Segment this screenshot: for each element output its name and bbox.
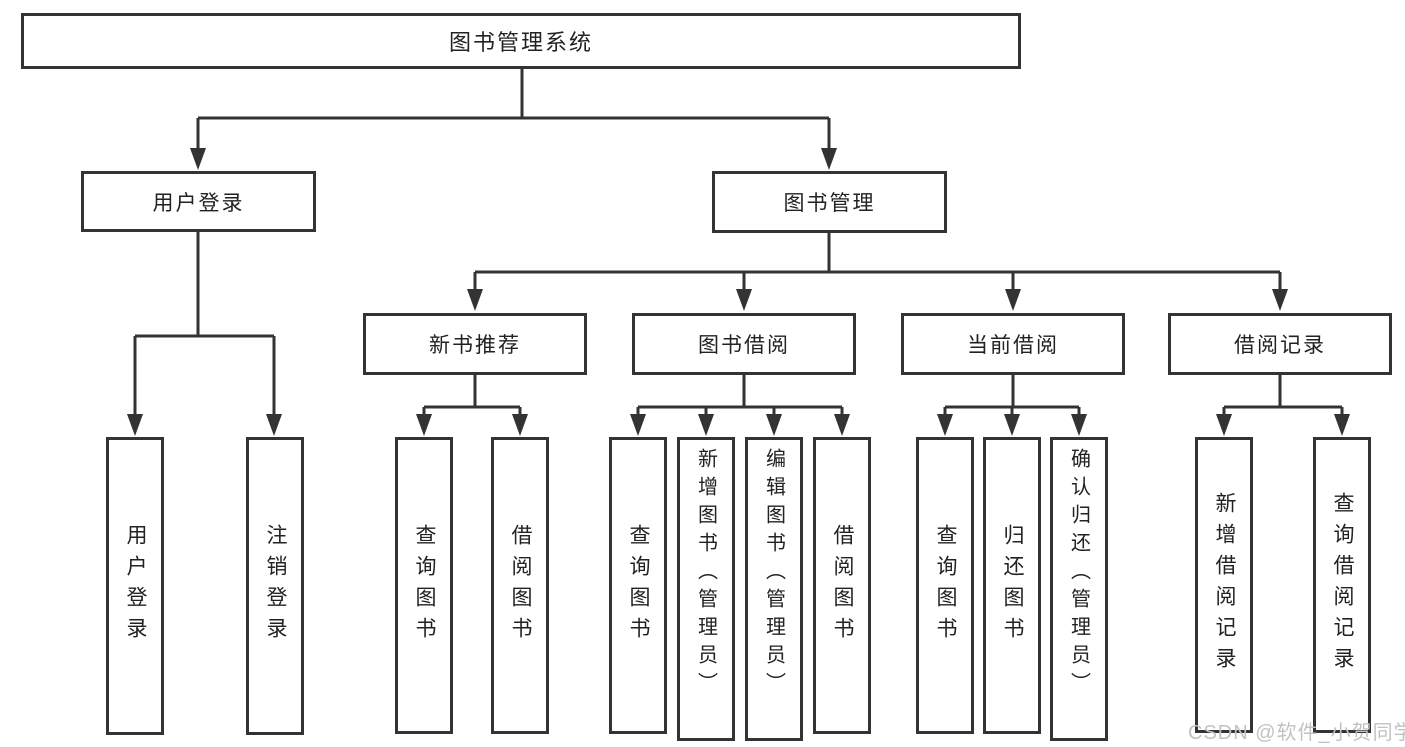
arrowhead — [630, 414, 646, 436]
node-book-management: 图书管理 — [712, 171, 947, 233]
leaf-borrow-books-recommend: 借阅图书 — [491, 437, 549, 734]
leaf-edit-books-admin: 编辑图书（管理员） — [745, 437, 803, 741]
arrowhead — [266, 414, 282, 436]
arrowhead — [834, 414, 850, 436]
arrowheads — [127, 148, 1350, 436]
arrowhead — [1334, 414, 1350, 436]
arrowhead — [1216, 414, 1232, 436]
leaf-confirm-return-admin: 确认归还（管理员） — [1050, 437, 1108, 741]
arrowhead — [416, 414, 432, 436]
arrowhead — [467, 289, 483, 311]
leaf-query-books-current: 查询图书 — [916, 437, 974, 734]
arrowhead — [127, 414, 143, 436]
arrowhead — [698, 414, 714, 436]
arrowhead — [766, 414, 782, 436]
arrowhead — [1272, 289, 1288, 311]
leaf-return-books: 归还图书 — [983, 437, 1041, 734]
csdn-watermark: CSDN @软件_小贺同学 — [1188, 722, 1405, 744]
leaf-logout: 注销登录 — [246, 437, 304, 735]
leaf-user-login: 用户登录 — [106, 437, 164, 735]
node-library-management-system: 图书管理系统 — [21, 13, 1021, 69]
leaf-query-books-recommend: 查询图书 — [395, 437, 453, 734]
leaf-add-borrow-record: 新增借阅记录 — [1195, 437, 1253, 733]
arrowhead — [937, 414, 953, 436]
leaf-query-books-borrowing: 查询图书 — [609, 437, 667, 734]
leaf-add-books-admin: 新增图书（管理员） — [677, 437, 735, 741]
node-book-borrowing: 图书借阅 — [632, 313, 856, 375]
arrowhead — [821, 148, 837, 170]
arrowhead — [512, 414, 528, 436]
arrowhead — [190, 148, 206, 170]
arrowhead — [736, 289, 752, 311]
arrowhead — [1005, 289, 1021, 311]
leaf-query-borrow-record: 查询借阅记录 — [1313, 437, 1371, 733]
node-current-borrowing: 当前借阅 — [901, 313, 1125, 375]
arrowhead — [1071, 414, 1087, 436]
node-new-book-recommend: 新书推荐 — [363, 313, 587, 375]
node-borrowing-records: 借阅记录 — [1168, 313, 1392, 375]
arrowhead — [1004, 414, 1020, 436]
leaf-borrow-books-borrowing: 借阅图书 — [813, 437, 871, 734]
connector-lines — [133, 69, 1344, 417]
node-user-login: 用户登录 — [81, 171, 316, 232]
